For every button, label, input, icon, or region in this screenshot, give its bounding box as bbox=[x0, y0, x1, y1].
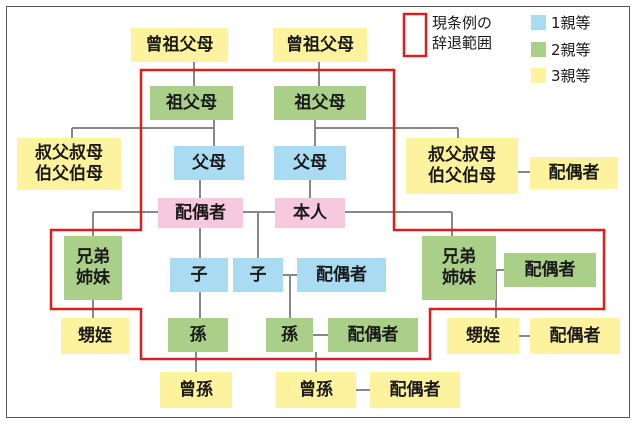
nephews-left: 甥姪 bbox=[61, 318, 129, 354]
parents-right: 父母 bbox=[274, 146, 346, 180]
spouse-self: 配偶者 bbox=[158, 198, 243, 228]
grandchild-right: 孫 bbox=[266, 318, 313, 352]
child-right: 子 bbox=[233, 258, 283, 292]
great-grandchild-spouse: 配偶者 bbox=[370, 372, 460, 408]
nephews-spouse: 配偶者 bbox=[530, 318, 620, 354]
legend-scope-swatch bbox=[402, 12, 428, 58]
child-left: 子 bbox=[170, 258, 228, 292]
nephews-right: 甥姪 bbox=[447, 318, 519, 354]
grandchild-left: 孫 bbox=[168, 318, 228, 352]
aunts-uncles-left: 叔父叔母 伯父伯母 bbox=[17, 138, 121, 190]
scope-outline bbox=[49, 68, 606, 361]
diagram-border bbox=[6, 6, 630, 418]
siblings-left: 兄弟 姉妹 bbox=[64, 236, 122, 300]
great-grandchild-right: 曾孫 bbox=[276, 372, 356, 408]
great-grandchild-left: 曾孫 bbox=[160, 372, 232, 408]
great-grandparents-left: 曾祖父母 bbox=[131, 28, 228, 62]
legend-label-1: 1親等 bbox=[551, 14, 591, 32]
legend-swatch-2 bbox=[531, 42, 546, 57]
legend-scope-label: 現条例の 辞退範囲 bbox=[432, 14, 493, 52]
grandparents-right: 祖父母 bbox=[274, 86, 366, 120]
child-spouse: 配偶者 bbox=[297, 258, 386, 292]
grandchild-spouse: 配偶者 bbox=[328, 318, 418, 352]
legend-label-3: 3親等 bbox=[551, 67, 591, 85]
aunts-uncles-right: 叔父叔母 伯父伯母 bbox=[406, 138, 518, 194]
siblings-spouse: 配偶者 bbox=[504, 253, 596, 287]
legend-swatch-1 bbox=[531, 15, 546, 30]
aunts-uncles-spouse: 配偶者 bbox=[530, 157, 618, 189]
parents-left: 父母 bbox=[174, 146, 244, 180]
siblings-right: 兄弟 姉妹 bbox=[422, 236, 496, 300]
great-grandparents-right: 曾祖父母 bbox=[273, 28, 367, 62]
legend-label-2: 2親等 bbox=[551, 41, 591, 59]
legend-swatch-3 bbox=[531, 68, 546, 83]
self: 本人 bbox=[275, 198, 345, 228]
grandparents-left: 祖父母 bbox=[150, 86, 233, 120]
